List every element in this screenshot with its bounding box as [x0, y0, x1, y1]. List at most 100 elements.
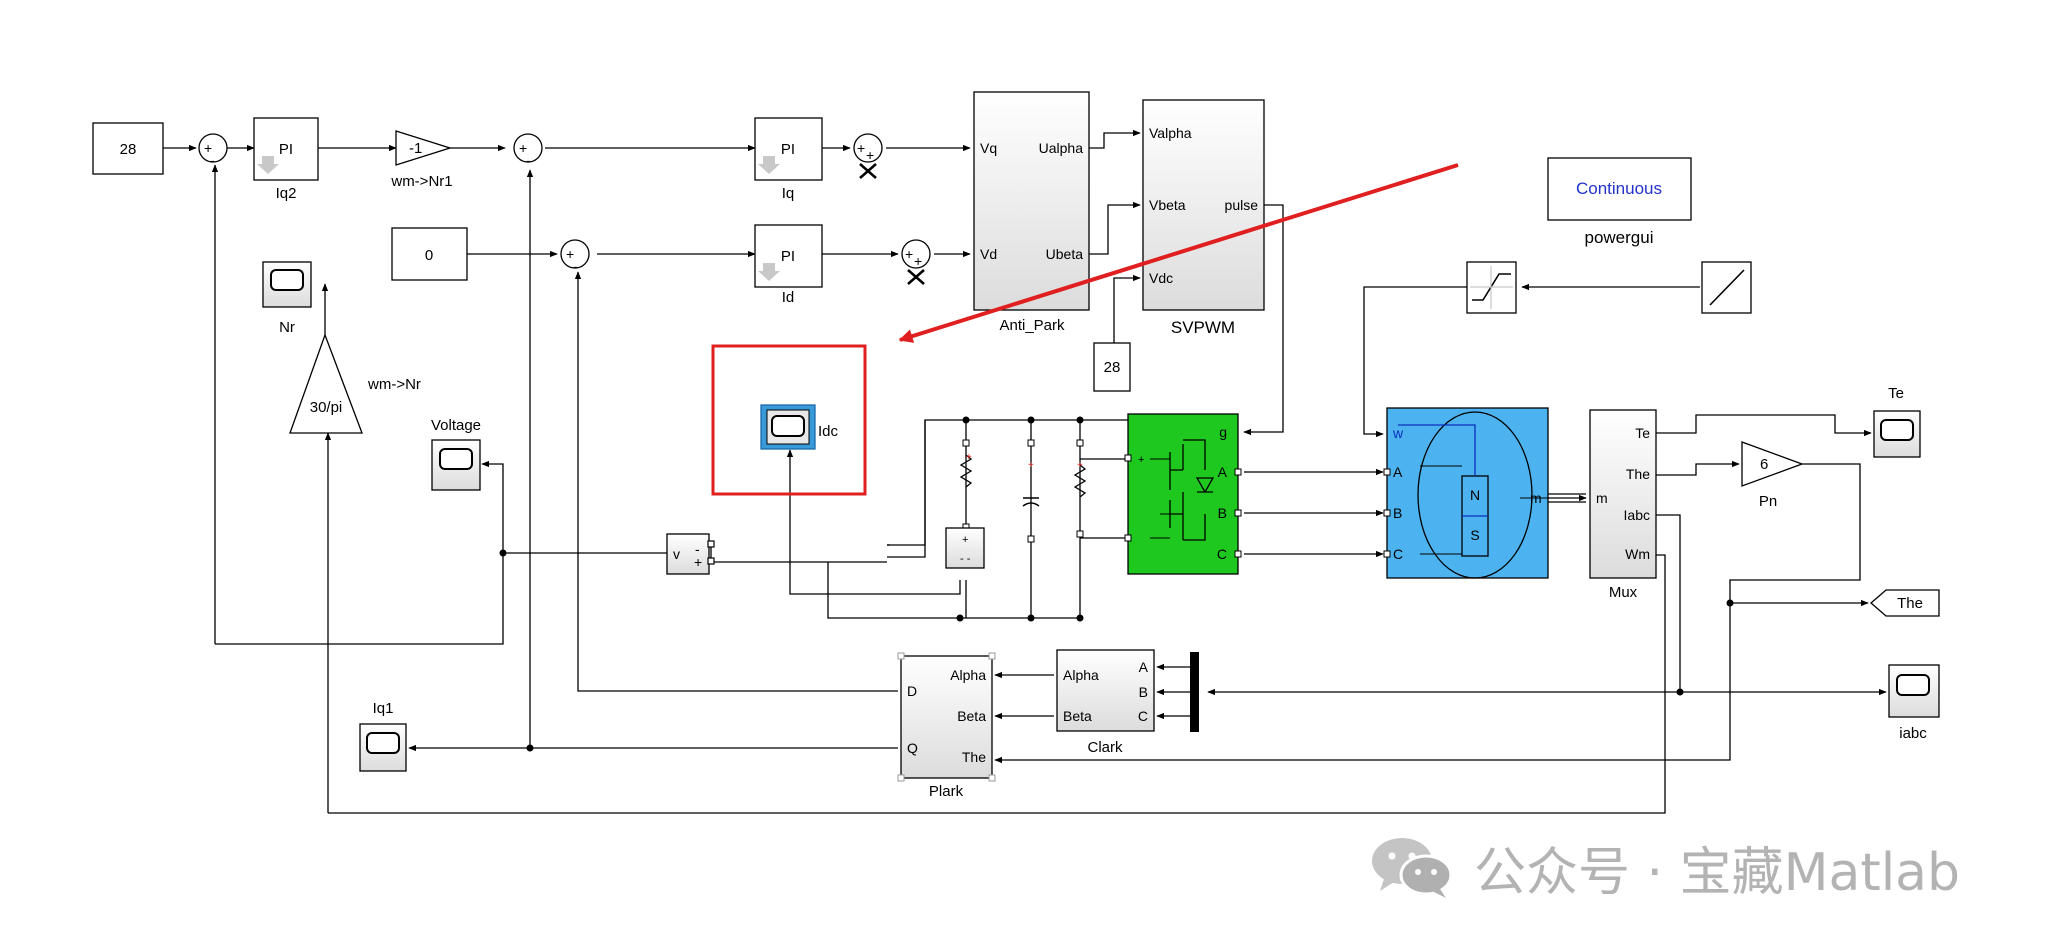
wire-sat-w	[1363, 286, 1467, 438]
sum-vd[interactable]: + +	[901, 239, 931, 285]
scope-te[interactable]: Te	[1873, 385, 1921, 458]
inv-port-a: A	[1218, 464, 1228, 480]
wire-wm-fb	[328, 582, 1666, 814]
anti-park-in-vq: Vq	[980, 140, 997, 156]
motor-s: S	[1470, 527, 1479, 543]
anti-park-label: Anti_Park	[999, 317, 1065, 334]
sum-speed[interactable]: + -	[198, 133, 228, 168]
mux-block[interactable]: m Te The Iabc Wm Mux	[1589, 409, 1671, 601]
clark-block[interactable]: Alpha Beta A B C Clark	[1056, 649, 1155, 756]
pmsm-motor-block[interactable]: N S w A B C m	[1383, 407, 1549, 579]
cross-icon	[859, 163, 877, 179]
sum2-plus: +	[519, 140, 527, 156]
wire-vdc	[1113, 274, 1141, 350]
mux-in: m	[1596, 490, 1608, 506]
constant-speed-ref[interactable]: 28	[92, 122, 164, 175]
svpwm-block[interactable]: Valpha Vbeta Vdc pulse SVPWM	[1142, 99, 1265, 337]
scope-nr[interactable]: Nr	[262, 261, 312, 336]
plark-out-q: Q	[907, 740, 918, 756]
plark-block[interactable]: D Q Alpha Beta The Plark	[897, 652, 996, 800]
pi-iq2-block[interactable]: PI Iq2	[253, 117, 319, 202]
clark-out-beta: Beta	[1063, 708, 1092, 724]
plark-label: Plark	[929, 783, 964, 800]
wire-idc	[786, 449, 961, 595]
scope-iq1-label: Iq1	[373, 700, 394, 717]
mux-label: Mux	[1609, 584, 1638, 601]
mux-out-te: Te	[1635, 425, 1650, 441]
sumq-plus: +	[857, 140, 865, 156]
sum-iq[interactable]: + -	[513, 133, 543, 168]
scope-iabc[interactable]: iabc	[1888, 664, 1940, 742]
annotation-arrow	[898, 163, 1459, 343]
motor-port-w: w	[1392, 425, 1404, 441]
anti-park-block[interactable]: Vq Vd Ualpha Ubeta Anti_Park	[973, 91, 1090, 334]
saturation-axes	[1470, 266, 1513, 309]
wire-dc-minus	[827, 562, 1080, 619]
resistor-icon	[959, 454, 973, 488]
vm-plus: +	[694, 554, 702, 570]
highlight-box	[711, 344, 867, 496]
voltage-measurement[interactable]: v - +	[666, 533, 715, 575]
scope-idc[interactable]: Idc	[711, 344, 867, 496]
motor-port-c: C	[1393, 546, 1403, 562]
pi-iq-block[interactable]: PI Iq	[754, 117, 823, 202]
svpwm-in-vdc: Vdc	[1149, 270, 1173, 286]
pi-id-text: PI	[781, 248, 795, 265]
polarity-mark: +	[966, 452, 972, 463]
scope-iq1[interactable]: Iq1	[359, 700, 407, 772]
powergui-label: powergui	[1585, 228, 1654, 247]
demux-bar[interactable]	[1190, 652, 1199, 732]
sum-vq[interactable]: + +	[853, 133, 883, 179]
gain1-label: wm->Nr1	[390, 173, 452, 190]
pi-id-block[interactable]: PI Id	[754, 224, 823, 306]
mux-out-the: The	[1626, 466, 1650, 482]
vdc-value: 28	[1104, 359, 1121, 376]
scope-voltage[interactable]: Voltage	[431, 417, 481, 491]
wechat-icon	[1372, 838, 1453, 898]
scope-idc-label: Idc	[818, 423, 839, 440]
sum2-minus: -	[526, 152, 531, 168]
motor-icon	[1417, 411, 1533, 579]
sumq-plus2: +	[866, 147, 874, 163]
inv-port-c: C	[1217, 546, 1227, 562]
sumid-minus: -	[573, 258, 578, 274]
wire-m-bus	[1548, 493, 1586, 503]
gain1-value: -1	[409, 140, 422, 157]
anti-park-out-ubeta: Ubeta	[1046, 246, 1084, 262]
wire-pulse	[1243, 204, 1284, 436]
voltmeter-v: v	[673, 546, 680, 562]
wire-the-plark	[994, 463, 1861, 764]
goto-the[interactable]: The	[1870, 589, 1940, 617]
gain-wm-nr1[interactable]: -1 wm->Nr1	[390, 130, 453, 190]
wire-branches	[965, 420, 1081, 535]
wire-iabc	[1207, 514, 1681, 696]
saturation-block[interactable]	[1466, 261, 1517, 314]
pi-id-label: Id	[782, 289, 795, 306]
sum-id[interactable]: + -	[560, 239, 590, 274]
constant-vdc[interactable]: 28	[1093, 342, 1131, 392]
wire-dc-plus	[887, 419, 1131, 558]
id-ref-value: 0	[425, 247, 433, 264]
scope-nr-label: Nr	[279, 319, 295, 336]
plark-out-d: D	[907, 683, 917, 699]
gain-pn[interactable]: 6 Pn	[1741, 441, 1804, 510]
svpwm-label: SVPWM	[1171, 318, 1235, 337]
inverter-block[interactable]: + g A B C	[1124, 413, 1242, 575]
polarity-mark: +	[1077, 460, 1083, 471]
ramp-block[interactable]	[1701, 261, 1752, 314]
dc-link-components: + + + + - -	[945, 439, 1087, 569]
motor-port-a: A	[1393, 464, 1403, 480]
gain-wm-nr[interactable]: 30/pi wm->Nr	[289, 333, 421, 434]
powergui-block[interactable]: Continuous powergui	[1547, 157, 1692, 247]
inv-plus: +	[1138, 454, 1144, 466]
capacitor-icon	[1022, 497, 1040, 507]
sumd-plus: +	[905, 246, 913, 262]
clark-out-alpha: Alpha	[1063, 667, 1099, 683]
clark-in-b: B	[1139, 684, 1148, 700]
gain2-value: 30/pi	[310, 399, 343, 416]
constant-id-ref[interactable]: 0	[391, 227, 468, 281]
scope-te-label: Te	[1888, 385, 1904, 402]
plark-in-beta: Beta	[957, 708, 986, 724]
resistor-icon	[1073, 464, 1087, 498]
